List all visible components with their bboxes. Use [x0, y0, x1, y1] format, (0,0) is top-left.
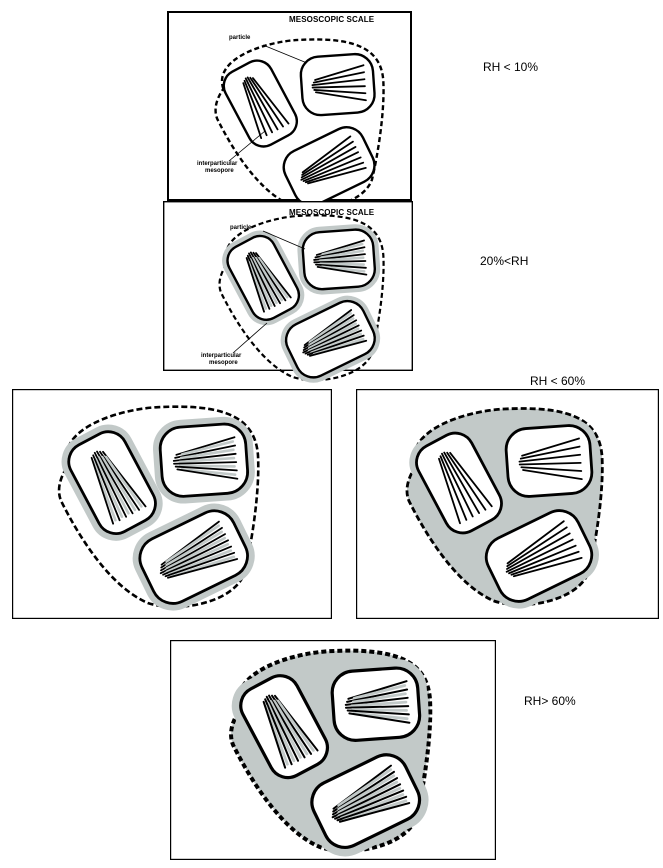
rh-label-1: RH < 10%	[483, 60, 538, 74]
panel-rh-below-60	[356, 389, 659, 619]
panel-rh-above-60	[170, 640, 496, 860]
particle-label: particle	[229, 35, 250, 41]
aggregate-diagram-1	[167, 11, 412, 201]
mesopore-label: mesopore	[205, 168, 234, 174]
rh-label-2: 20%<RH	[480, 254, 528, 268]
rh-label-3: RH < 60%	[530, 374, 585, 388]
interparticular-label: interparticular	[201, 353, 241, 359]
leader-line	[263, 45, 307, 63]
particle-label: particle	[230, 225, 251, 231]
aggregate-diagram-5	[170, 640, 496, 860]
rh-label-5: RH> 60%	[524, 694, 576, 708]
panel-rh-20: MESOSCOPIC SCALE particle interparticula…	[163, 201, 413, 371]
particle-outline	[300, 53, 376, 116]
particle-outline	[505, 424, 594, 498]
aggregate-diagram-3	[12, 389, 332, 619]
interparticular-label: interparticular	[197, 161, 237, 167]
mesopore-label: mesopore	[209, 360, 238, 366]
panel-rh-below-10: MESOSCOPIC SCALE particle interparticula…	[167, 11, 412, 201]
panel-intermediate-left	[12, 389, 332, 619]
mesoscopic-scale-title: MESOSCOPIC SCALE	[289, 208, 374, 217]
aggregate-diagram-2	[163, 201, 413, 371]
leader-line	[233, 323, 267, 353]
aggregate-diagram-4	[356, 389, 659, 619]
mesoscopic-scale-title: MESOSCOPIC SCALE	[289, 15, 374, 24]
